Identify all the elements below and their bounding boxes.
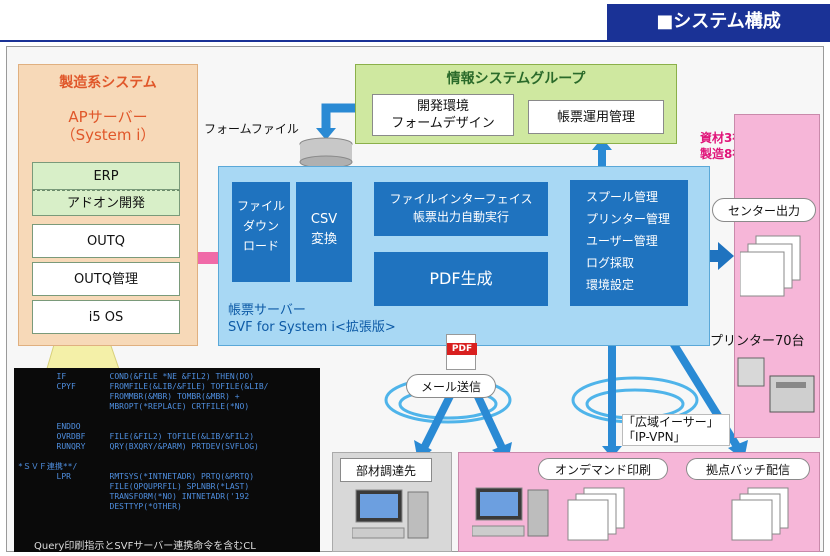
cl-source-console: IF COND(&FILE *NE &FIL2) THEN(DO) CPYF F…	[14, 368, 320, 552]
addon-box: アドオン開発	[32, 190, 180, 216]
pdf-document-icon: PDF	[446, 334, 477, 370]
report-pages-icon	[740, 235, 801, 297]
svf-server-label: 帳票サーバー SVF for System i<拡張版>	[228, 302, 458, 336]
report-server-label: 帳票サーバー	[228, 303, 306, 318]
mail-send-label: メール送信	[406, 374, 496, 398]
spool-item-spool: スプール管理	[586, 190, 659, 204]
file-download-line1: ファイル	[236, 199, 285, 213]
csv-convert-box: CSV 変換	[296, 182, 352, 282]
spool-item-log: ログ採取	[586, 256, 635, 270]
on-demand-pages-icon	[567, 487, 625, 541]
file-download-line2: ダウン	[242, 219, 279, 233]
batch-pages-icon	[731, 487, 789, 541]
file-download-line3: ロード	[242, 239, 279, 253]
arrow-spool-to-output	[688, 242, 734, 270]
dev-environment-box: 開発環境 フォームデザイン	[372, 94, 514, 136]
network-wide-ethernet: 「広域イーサー」	[623, 415, 719, 429]
network-label: 「広域イーサー」 「IP-VPN」	[622, 414, 730, 446]
spool-item-env: 環境設定	[586, 278, 635, 292]
csv-label: CSV	[310, 212, 338, 227]
spool-item-user: ユーザー管理	[586, 234, 658, 248]
console-line-12: FILE(QPQUPRFIL) SPLNBR(*LAST)	[18, 482, 250, 491]
console-line-1: IF COND(&FILE *NE &FIL2) THEN(DO)	[18, 372, 255, 381]
console-line-3: FROMMBR(&MBR) TOMBR(&MBR) +	[18, 392, 240, 401]
form-design-label: フォームデザイン	[391, 116, 495, 131]
console-line-13: TRANSFORM(*NO) INTNETADR('192	[18, 492, 250, 501]
procurement-label: 部材調達先	[340, 458, 432, 482]
console-line-4: MBROPT(*REPLACE) CRTFILE(*NO)	[18, 402, 250, 411]
dev-environment-label: 開発環境	[416, 99, 469, 114]
console-line-10: *ＳＶＦ連携**/	[18, 462, 78, 471]
console-line-7: OVRDBF FILE(&FIL2) TOFILE(&LIB/&FIL2)	[18, 432, 255, 441]
outq-box: OUTQ	[32, 224, 180, 258]
site-batch-delivery-label: 拠点バッチ配信	[686, 458, 810, 480]
console-line-14: DESTTYP(*OTHER)	[18, 502, 182, 511]
pdf-badge: PDF	[447, 343, 477, 355]
spool-management-box: スプール管理 プリンター管理 ユーザー管理 ログ採取 環境設定	[570, 180, 688, 306]
info-group-title: 情報システムグループ	[446, 71, 586, 87]
erp-box: ERP	[32, 162, 180, 190]
page-title: ■システム構成	[607, 4, 830, 40]
console-line-6: ENDDO	[18, 422, 81, 431]
auto-output-label: 帳票出力自動実行	[412, 210, 509, 224]
file-download-box: ファイル ダウン ロード	[232, 182, 290, 282]
procurement-computer-icon	[352, 489, 429, 539]
pdf-generation-box: PDF生成	[374, 252, 548, 306]
console-line-2: CPYF FROMFILE(&LIB/&FILE) TOFILE(&LIB/	[18, 382, 269, 391]
spool-item-printer: プリンター管理	[586, 212, 671, 226]
ap-server-sublabel: （System i）	[60, 126, 156, 144]
i5-os-box: i5 OS	[32, 300, 180, 334]
file-interface-box: ファイルインターフェイス 帳票出力自動実行	[374, 182, 548, 236]
manufacturing-title: 製造系システム	[59, 75, 157, 91]
svf-product-label: SVF for System i<拡張版>	[228, 320, 396, 335]
console-line-8: RUNQRY QRY(BXQRY/&PARM) PRTDEV(SVFLOG)	[18, 442, 259, 451]
ap-server-label: APサーバー	[68, 108, 148, 126]
report-ops-box: 帳票運用管理	[528, 100, 664, 134]
site-computer-icon	[472, 487, 549, 537]
console-line-11: LPR RMTSYS(*INTNETADR) PRTQ(&PRTQ)	[18, 472, 255, 481]
outq-management-box: OUTQ管理	[32, 262, 180, 296]
convert-label: 変換	[310, 232, 337, 247]
file-interface-label: ファイルインターフェイス	[389, 192, 533, 206]
network-ip-vpn: 「IP-VPN」	[623, 430, 686, 444]
printers-label: プリンター70台	[710, 334, 805, 349]
console-caption: Query印刷指示とSVFサーバー連携命令を含むCL	[34, 541, 256, 552]
form-file-label: フォームファイル	[204, 122, 299, 136]
center-output-label: センター出力	[712, 198, 816, 222]
title-rule	[0, 40, 830, 42]
ap-server-title: APサーバー （System i）	[18, 108, 198, 144]
printer-icons	[737, 357, 815, 413]
on-demand-print-label: オンデマンド印刷	[538, 458, 668, 480]
